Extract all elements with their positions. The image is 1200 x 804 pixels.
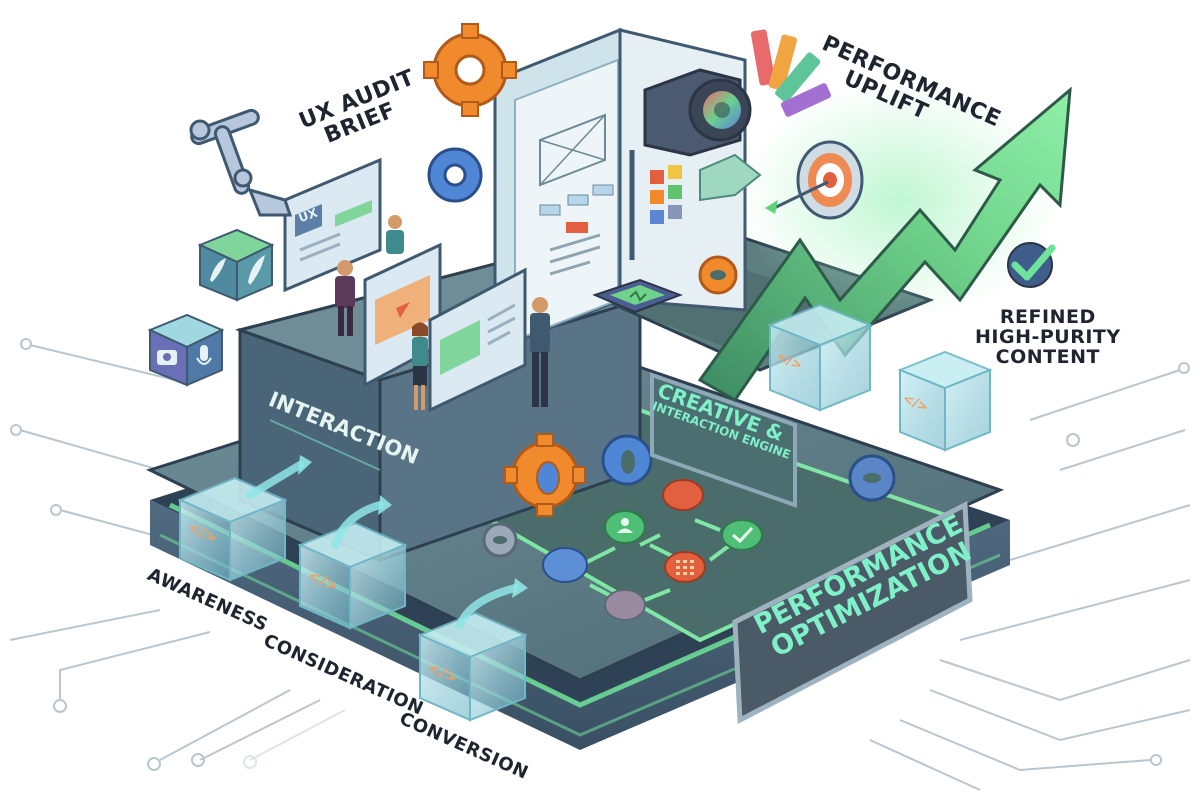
funnel-arrows xyxy=(246,461,519,629)
gear-orange-small-icon xyxy=(698,255,738,295)
code-cube-awareness xyxy=(177,476,288,582)
processor-chip-icon xyxy=(592,278,683,314)
gear-orange-top-icon xyxy=(423,23,517,117)
optimization-sign xyxy=(732,501,973,725)
flow-node-process xyxy=(662,479,704,511)
person-left xyxy=(335,260,355,336)
media-cube-icon xyxy=(147,313,225,387)
camera-icon xyxy=(643,68,752,157)
output-arrow-icon xyxy=(699,153,762,202)
gear-grey-icon xyxy=(482,522,518,558)
creative-engine-sign xyxy=(650,372,797,508)
quill-cube-icon xyxy=(197,228,275,302)
flow-node-user xyxy=(604,510,646,544)
person-woman xyxy=(412,322,428,410)
robot-arm-icon xyxy=(189,108,293,217)
dashboard-screen xyxy=(428,267,527,413)
code-cube-consideration xyxy=(297,521,408,630)
refined-content-label: REFINED HIGH-PURITY CONTENT xyxy=(975,306,1121,368)
target-icon xyxy=(765,140,864,220)
person-right xyxy=(530,297,550,407)
ux-screen xyxy=(283,157,382,293)
gear-blue-top-icon xyxy=(427,147,483,203)
gear-orange-engine-icon xyxy=(504,433,586,517)
circuit-lines-right xyxy=(869,362,1191,791)
check-badge-icon xyxy=(1007,242,1056,288)
flow-node-alt xyxy=(604,589,646,621)
color-swatch-fan xyxy=(750,29,832,117)
code-cube-top-right xyxy=(767,303,873,412)
code-cube-right xyxy=(897,350,993,452)
code-cube-conversion xyxy=(417,611,528,722)
flow-node-done xyxy=(721,519,763,551)
gear-blue-engine-icon xyxy=(601,434,653,486)
flow-diagram xyxy=(542,479,763,621)
person-top xyxy=(386,215,404,254)
flow-node-start xyxy=(542,547,588,583)
gear-blue-right-icon xyxy=(848,454,896,502)
